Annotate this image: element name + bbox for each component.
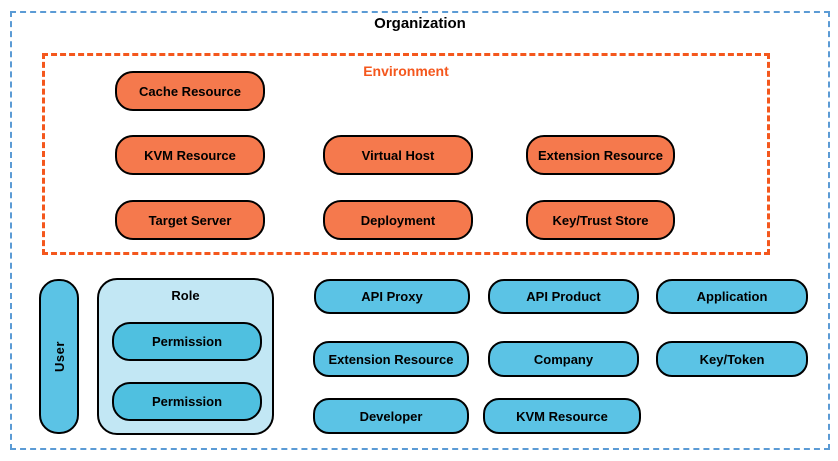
node-permission-2: Permission bbox=[112, 382, 262, 421]
node-company: Company bbox=[488, 341, 639, 377]
node-key-trust-store: Key/Trust Store bbox=[526, 200, 675, 240]
user-label: User bbox=[51, 341, 67, 372]
node-api-product: API Product bbox=[488, 279, 639, 314]
node-role: Role Permission Permission bbox=[97, 278, 274, 435]
node-deployment: Deployment bbox=[323, 200, 473, 240]
organization-title: Organization bbox=[374, 15, 466, 32]
role-label: Role bbox=[171, 288, 200, 303]
node-user: User bbox=[39, 279, 79, 434]
node-api-proxy: API Proxy bbox=[314, 279, 470, 314]
node-extension-resource-org: Extension Resource bbox=[313, 341, 469, 377]
environment-title: Environment bbox=[363, 63, 449, 79]
node-application: Application bbox=[656, 279, 808, 314]
node-cache-resource: Cache Resource bbox=[115, 71, 265, 111]
node-virtual-host: Virtual Host bbox=[323, 135, 473, 175]
node-kvm-resource-env: KVM Resource bbox=[115, 135, 265, 175]
environment-boundary: Environment Cache Resource KVM Resource … bbox=[42, 53, 770, 255]
node-kvm-resource-org: KVM Resource bbox=[483, 398, 641, 434]
node-permission-1: Permission bbox=[112, 322, 262, 361]
node-extension-resource-env: Extension Resource bbox=[526, 135, 675, 175]
node-key-token: Key/Token bbox=[656, 341, 808, 377]
organization-boundary: Organization Environment Cache Resource … bbox=[10, 11, 830, 450]
node-target-server: Target Server bbox=[115, 200, 265, 240]
node-developer: Developer bbox=[313, 398, 469, 434]
